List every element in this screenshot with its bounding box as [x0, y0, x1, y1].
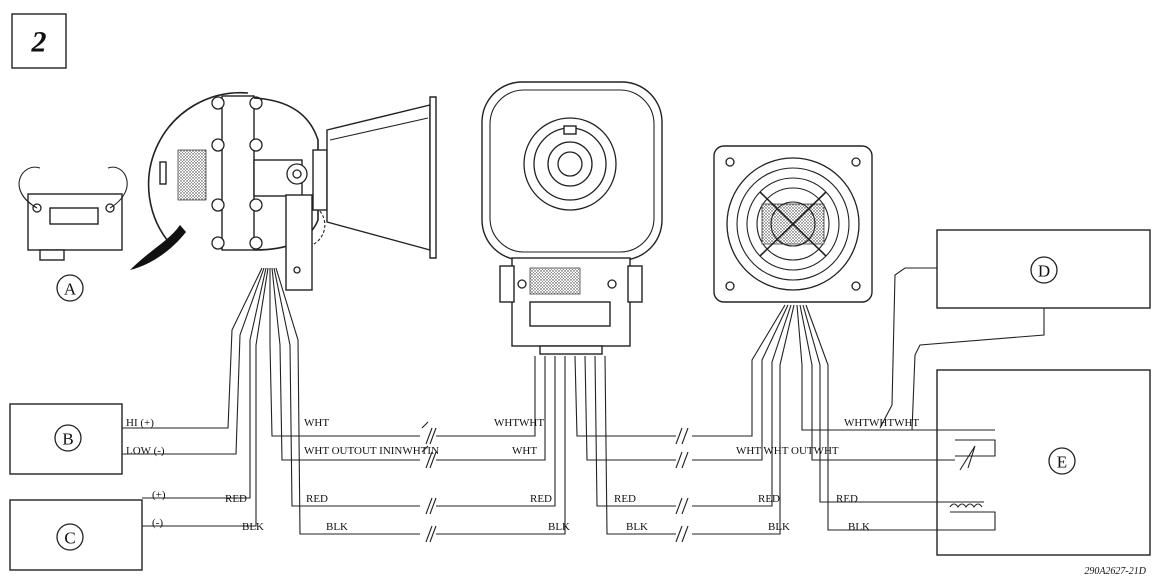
svg-text:2: 2: [31, 26, 47, 59]
label-blk-3: BLK: [548, 521, 570, 533]
svg-text:A: A: [64, 280, 77, 299]
svg-text:B: B: [62, 430, 73, 449]
label-low: LOW (-): [126, 445, 165, 457]
label-plus: (+): [152, 489, 166, 501]
square-speaker-drawing: [713, 145, 873, 303]
label-red-6: RED: [836, 493, 858, 505]
drawing-code: 290A2627-21D: [1084, 566, 1146, 577]
middle-speaker-drawing: [481, 81, 663, 355]
horn-speaker-wires: [122, 267, 420, 535]
square-speaker-wires: [692, 304, 995, 535]
component-d-box: D: [936, 229, 1151, 309]
label-blk-6: BLK: [848, 521, 870, 533]
wire-labels: HI (+) LOW (-) (+) (-) WHT WHT OUTOUT IN…: [126, 417, 919, 533]
figure-number: 2: [11, 13, 67, 69]
label-red-1: RED: [225, 493, 247, 505]
label-hi: HI (+): [126, 417, 154, 429]
middle-speaker-wires: [436, 355, 676, 535]
label-minus: (-): [152, 517, 163, 529]
component-e-box: E: [936, 369, 1151, 556]
label-blk-1: BLK: [242, 521, 264, 533]
component-a-drawing: [18, 166, 128, 261]
label-red-3: RED: [530, 493, 552, 505]
component-b-box: B: [9, 403, 123, 475]
d-to-e-wires: [879, 267, 1045, 431]
label-blk-4: BLK: [626, 521, 648, 533]
svg-text:E: E: [1057, 453, 1067, 472]
label-whtwht: WHTWHT: [494, 417, 544, 429]
label-wht-2: WHT: [512, 445, 537, 457]
wire-break-marks: [421, 421, 689, 543]
label-wht-1: WHT: [304, 417, 329, 429]
label-red-4: RED: [614, 493, 636, 505]
component-c-box: C: [9, 499, 143, 571]
label-red-2: RED: [306, 493, 328, 505]
label-blk-5: BLK: [768, 521, 790, 533]
label-red-5: RED: [758, 493, 780, 505]
label-wht-wht-out: WHT WHT OUTWHT: [736, 445, 839, 457]
label-wht-outout: WHT OUTOUT ININWHTIN: [304, 445, 439, 457]
label-whtwhtwht: WHTWHTWHT: [844, 417, 919, 429]
label-a: A: [56, 274, 84, 302]
horn-speaker-drawing: [130, 91, 437, 291]
svg-text:C: C: [64, 529, 75, 548]
svg-text:D: D: [1038, 262, 1050, 281]
label-blk-2: BLK: [326, 521, 348, 533]
